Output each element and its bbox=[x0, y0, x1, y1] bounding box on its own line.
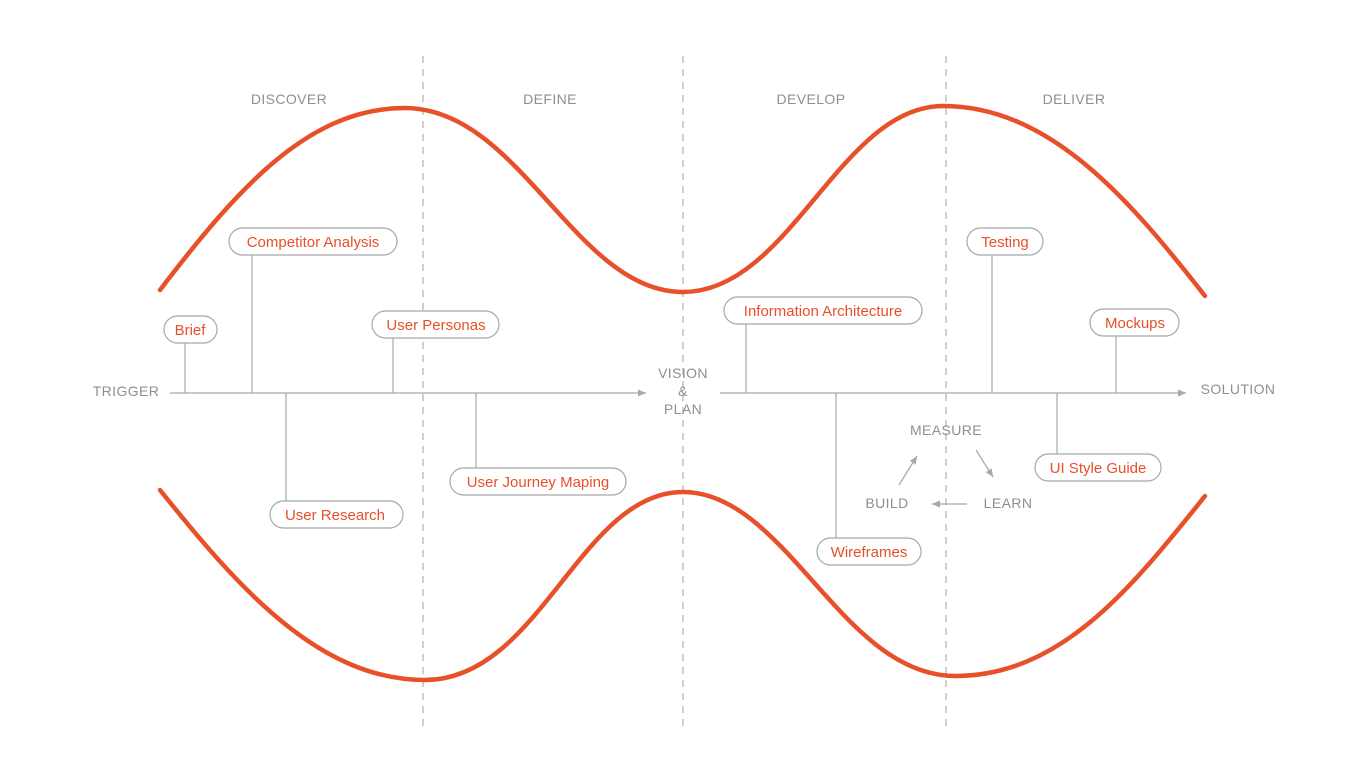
axis-middle-label-line3: PLAN bbox=[664, 401, 702, 417]
cycle-measure-label: MEASURE bbox=[910, 422, 982, 438]
pill-mockups: Mockups bbox=[1089, 308, 1180, 337]
phase-label-discover: DISCOVER bbox=[251, 91, 327, 107]
phase-label-deliver: DELIVER bbox=[1043, 91, 1106, 107]
pill-testing: Testing bbox=[966, 227, 1044, 256]
pill-label: Brief bbox=[175, 322, 207, 339]
pill-label: Mockups bbox=[1105, 315, 1165, 332]
pill-label: Testing bbox=[981, 234, 1029, 251]
pill-label: UI Style Guide bbox=[1050, 460, 1147, 477]
pill-user-journey-maping: User Journey Maping bbox=[449, 467, 627, 496]
cycle-build-label: BUILD bbox=[865, 495, 908, 511]
cycle-learn-label: LEARN bbox=[984, 495, 1033, 511]
pill-brief: Brief bbox=[163, 315, 218, 344]
pill-label: User Research bbox=[285, 507, 385, 524]
pill-user-research: User Research bbox=[269, 500, 404, 529]
axis-middle-label-line1: VISION bbox=[658, 365, 708, 381]
cycle-arrow-measure-to-learn bbox=[975, 449, 994, 478]
pill-information-architecture: Information Architecture bbox=[723, 296, 923, 325]
axis-middle-label-line2: & bbox=[678, 383, 688, 399]
axis-end-label: SOLUTION bbox=[1201, 381, 1276, 397]
pill-ui-style-guide: UI Style Guide bbox=[1034, 453, 1162, 482]
pill-label: User Journey Maping bbox=[467, 474, 610, 491]
pill-label: Competitor Analysis bbox=[247, 234, 380, 251]
pill-wireframes: Wireframes bbox=[816, 537, 922, 566]
pill-competitor-analysis: Competitor Analysis bbox=[228, 227, 398, 256]
phase-label-develop: DEVELOP bbox=[777, 91, 846, 107]
phase-label-define: DEFINE bbox=[523, 91, 577, 107]
axis-start-label: TRIGGER bbox=[93, 383, 160, 399]
lower-wave-curve bbox=[157, 487, 1208, 683]
pill-label: Information Architecture bbox=[744, 303, 902, 320]
cycle-arrow-build-to-measure bbox=[898, 455, 918, 486]
pill-label: User Personas bbox=[386, 317, 485, 334]
pill-label: Wireframes bbox=[831, 544, 908, 561]
upper-wave-curve bbox=[157, 103, 1208, 299]
pill-user-personas: User Personas bbox=[371, 310, 500, 339]
